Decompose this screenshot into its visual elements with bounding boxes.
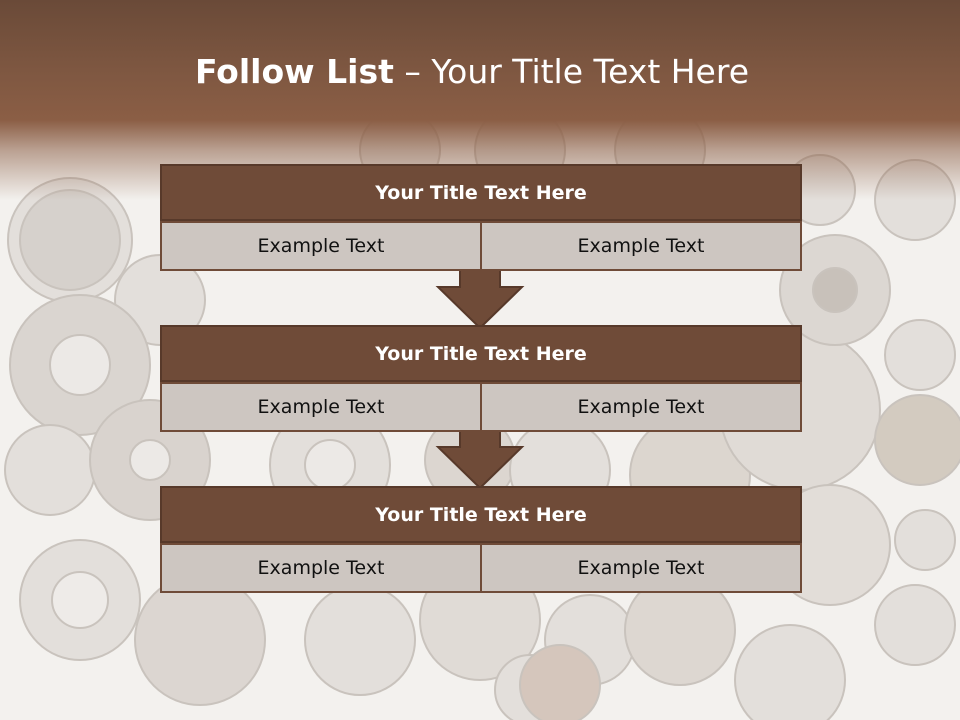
title-bold-part: Follow List [194,52,394,91]
list-box-cell-right: Example Text [482,382,802,432]
list-box-cell-left: Example Text [160,221,482,271]
list-box-cell-right: Example Text [482,221,802,271]
list-box-row: Example Text Example Text [160,543,802,593]
list-box-1: Your Title Text Here Example Text Exampl… [160,164,802,271]
list-box-cell-right: Example Text [482,543,802,593]
list-box-row: Example Text Example Text [160,221,802,271]
list-box-row: Example Text Example Text [160,382,802,432]
title-rest-part: – Your Title Text Here [404,52,750,91]
slide-title: Follow List – Your Title Text Here [0,52,944,91]
list-box-2: Your Title Text Here Example Text Exampl… [160,325,802,432]
list-box-title: Your Title Text Here [160,325,802,382]
down-arrow-icon [435,269,525,330]
list-box-title: Your Title Text Here [160,486,802,543]
list-box-title: Your Title Text Here [160,164,802,221]
list-box-cell-left: Example Text [160,382,482,432]
down-arrow-icon [435,429,525,490]
list-box-3: Your Title Text Here Example Text Exampl… [160,486,802,593]
list-box-cell-left: Example Text [160,543,482,593]
